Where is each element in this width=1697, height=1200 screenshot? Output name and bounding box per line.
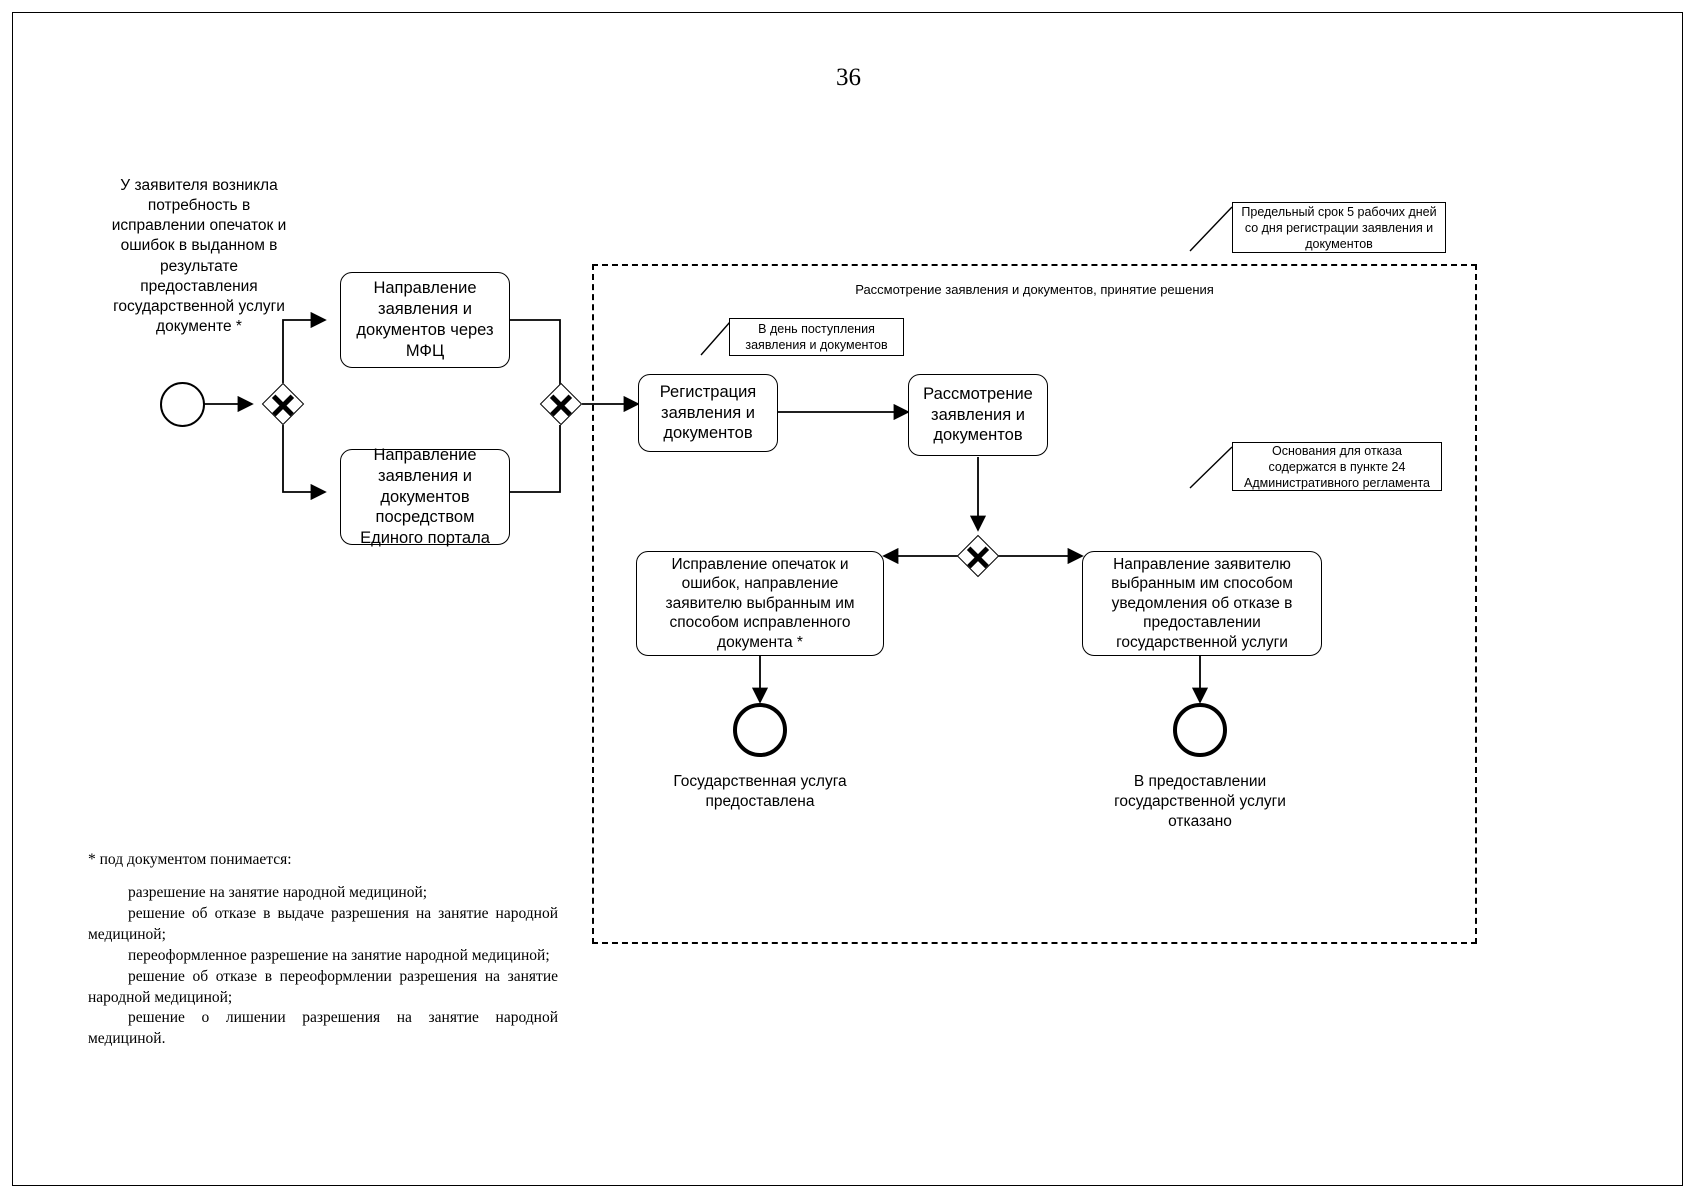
start-event-circle bbox=[160, 382, 205, 427]
footnote-item: решение о лишении разрешения на занятие … bbox=[88, 1009, 558, 1048]
footnote-heading: * под документом понимается: bbox=[88, 851, 292, 868]
pool-label: Рассмотрение заявления и документов, при… bbox=[855, 282, 1214, 297]
end-event-service-provided-label: Государственная услуга предоставлена bbox=[673, 773, 847, 810]
end-event-service-provided-circle bbox=[733, 703, 787, 757]
end-event-service-refused-circle bbox=[1173, 703, 1227, 757]
gateway-decision bbox=[956, 534, 1000, 578]
footnote-item: решение об отказе в выдаче разрешения на… bbox=[88, 904, 558, 943]
subprocess-pool bbox=[592, 264, 1477, 944]
footnote-block: * под документом понимается: разрешение … bbox=[88, 850, 558, 1050]
gateway-split bbox=[261, 382, 305, 426]
annotation-deadline: Предельный срок 5 рабочих дней со дня ре… bbox=[1232, 202, 1446, 253]
gateway-merge bbox=[539, 382, 583, 426]
annotation-same-day: В день поступления заявления и документо… bbox=[729, 318, 904, 356]
footnote-item: переоформленное разрешение на занятие на… bbox=[128, 946, 550, 964]
task-refusal-notice[interactable]: Направление заявителю выбранным им спосо… bbox=[1082, 551, 1322, 656]
task-send-via-mfc[interactable]: Направление заявления и документов через… bbox=[340, 272, 510, 368]
end-event-service-refused-label: В предоставлении государственной услуги … bbox=[1114, 773, 1286, 830]
task-review[interactable]: Рассмотрение заявления и документов bbox=[908, 374, 1048, 456]
page-number: 36 bbox=[836, 64, 861, 91]
footnote-item: решение об отказе в переоформлении разре… bbox=[88, 967, 558, 1006]
page-border bbox=[12, 12, 1683, 1186]
task-send-via-portal[interactable]: Направление заявления и документов посре… bbox=[340, 446, 510, 547]
footnote-item: разрешение на занятие народной медициной… bbox=[128, 883, 428, 901]
start-event-label: У заявителя возникла потребность в испра… bbox=[111, 177, 287, 335]
annotation-refusal-grounds: Основания для отказа содержатся в пункте… bbox=[1232, 442, 1442, 491]
task-registration[interactable]: Регистрация заявления и документов bbox=[638, 374, 778, 452]
task-correction[interactable]: Исправление опечаток и ошибок, направлен… bbox=[636, 551, 884, 656]
